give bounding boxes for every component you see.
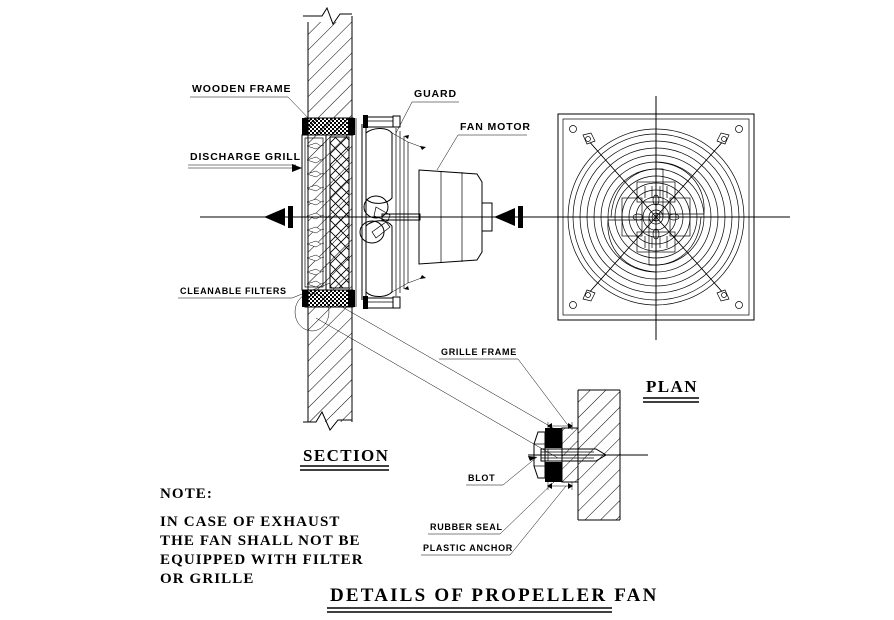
label-discharge-grill: DISCHARGE GRILL [188, 151, 302, 172]
propeller-blades-plan [607, 161, 705, 273]
note-block: NOTE: IN CASE OF EXHAUST THE FAN SHALL N… [160, 486, 364, 587]
plan-centerlines [540, 96, 790, 340]
label-grille-frame: GRILLE FRAME [439, 347, 571, 429]
louver-blades [306, 142, 325, 288]
fan-guard-section [361, 115, 426, 309]
note-heading: NOTE: [160, 486, 213, 502]
detail-callout-circle [294, 292, 330, 332]
label-blot-text: BLOT [468, 473, 495, 483]
drawing-title-text: DETAILS OF PROPELLER FAN [330, 585, 659, 606]
label-rubber-seal-text: RUBBER SEAL [430, 522, 503, 532]
label-fan-motor: FAN MOTOR [436, 121, 531, 171]
bolt-head [533, 431, 546, 479]
bolt-detail-view: GRILLE FRAME BLOT RUBBER SEAL PLASTIC AN… [421, 347, 648, 556]
guard-bracket-top [363, 115, 401, 128]
note-line-2: THE FAN SHALL NOT BE [160, 533, 361, 549]
label-fan-motor-text: FAN MOTOR [460, 121, 531, 133]
label-cleanable-filters-text: CLEANABLE FILTERS [180, 286, 287, 296]
wooden-frame-blocks [302, 117, 355, 308]
discharge-grill-assembly [301, 134, 327, 291]
section-view: WOODEN FRAME GUARD FAN MOTOR DISCHARGE G… [178, 6, 561, 471]
label-guard-text: GUARD [414, 88, 457, 100]
label-blot: BLOT [466, 456, 538, 486]
label-cleanable-filters: CLEANABLE FILTERS [178, 282, 331, 299]
label-grille-frame-text: GRILLE FRAME [441, 347, 517, 357]
section-arrow-right [494, 206, 523, 228]
label-wooden-frame-text: WOODEN FRAME [192, 83, 291, 95]
section-arrow-left [264, 206, 293, 228]
plan-heading: PLAN [643, 377, 699, 403]
label-rubber-seal: RUBBER SEAL [428, 479, 557, 535]
section-centerline [200, 206, 560, 228]
plan-heading-text: PLAN [646, 377, 698, 396]
detail-leader-lines [315, 299, 561, 459]
cleanable-filter-panel [329, 118, 357, 307]
section-heading: SECTION [300, 446, 389, 471]
label-wooden-frame: WOODEN FRAME [190, 83, 313, 123]
label-plastic-anchor-text: PLASTIC ANCHOR [423, 543, 513, 553]
guard-bracket-bottom [363, 296, 401, 309]
label-discharge-grill-text: DISCHARGE GRILL [190, 151, 301, 163]
note-line-4: OR GRILLE [160, 571, 255, 587]
plan-view: PLAN [540, 96, 790, 403]
propeller-blades-section [359, 195, 391, 244]
note-line-3: EQUIPPED WITH FILTER [160, 552, 364, 568]
note-line-1: IN CASE OF EXHAUST [160, 514, 341, 530]
drawing-title: DETAILS OF PROPELLER FAN [327, 585, 659, 613]
bolt-shank-anchor [540, 448, 607, 462]
section-heading-text: SECTION [303, 446, 389, 465]
label-plastic-anchor: PLASTIC ANCHOR [421, 485, 567, 556]
label-guard: GUARD [395, 88, 459, 134]
